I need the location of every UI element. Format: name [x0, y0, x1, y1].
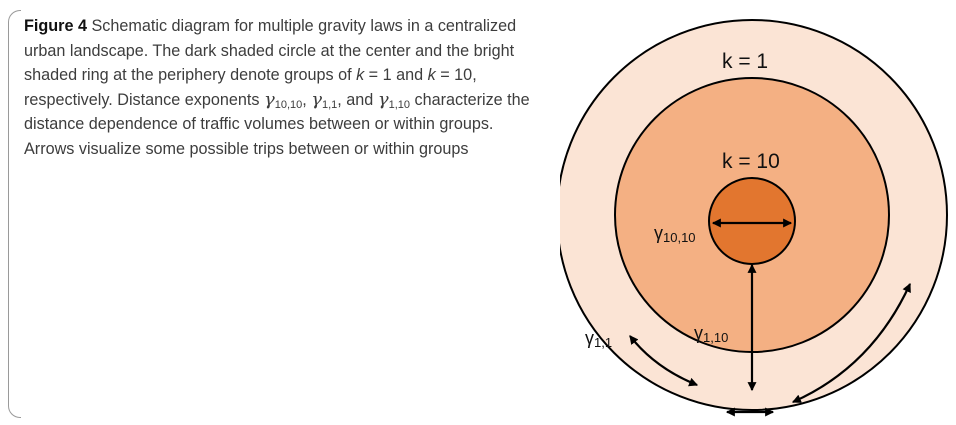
caption-sub-10-10: 10,10: [274, 98, 303, 111]
caption-k-symbol-1: k: [356, 66, 365, 85]
caption-sub-1-1: 1,1: [322, 98, 338, 111]
center-group-label: k = 10: [722, 150, 780, 173]
caption-gamma-1-10: γ: [377, 88, 389, 110]
gamma-1-10-sub: 1,10: [703, 330, 728, 345]
gamma-1-1-sub: 1,1: [594, 335, 612, 350]
gravity-law-diagram: k = 1 k = 10 γ10,10 γ1,10 γ1,1: [560, 19, 948, 417]
center-disk-k10: [708, 177, 796, 265]
gamma-10-10-sub: 10,10: [663, 230, 696, 245]
caption-text-1: Schematic diagram for multiple gravity l…: [24, 17, 517, 85]
caption-sep-2: , and: [337, 90, 378, 109]
gamma-1-1-label: γ1,1: [585, 328, 612, 350]
caption-sub-1-10: 1,10: [388, 98, 410, 111]
figure-label: Figure 4: [24, 17, 87, 35]
gamma-1-10-label: γ1,10: [694, 323, 728, 345]
caption-k-symbol-2: k: [427, 66, 436, 85]
caption-sep-1: ,: [302, 90, 312, 109]
figure-frame-border: [8, 10, 21, 418]
outer-ring-label: k = 1: [722, 50, 768, 73]
caption-eq-2: = 10, respectively. Distance exponents: [24, 66, 477, 109]
caption-gamma-10-10: γ: [263, 88, 275, 110]
gamma-1-10-symbol: γ: [694, 323, 703, 343]
figure-caption: Figure 4 Schematic diagram for multiple …: [24, 14, 534, 162]
gamma-10-10-symbol: γ: [654, 223, 663, 243]
gamma-1-1-symbol: γ: [585, 328, 594, 348]
gamma-10-10-label: γ10,10: [654, 223, 696, 245]
caption-gamma-1-1: γ: [311, 88, 322, 110]
caption-eq-1: = 1 and: [364, 66, 428, 85]
arrow-ring-left: [629, 335, 699, 387]
arrow-ring-right: [791, 282, 912, 404]
caption-text-2: characterize the distance dependence of …: [24, 90, 530, 158]
